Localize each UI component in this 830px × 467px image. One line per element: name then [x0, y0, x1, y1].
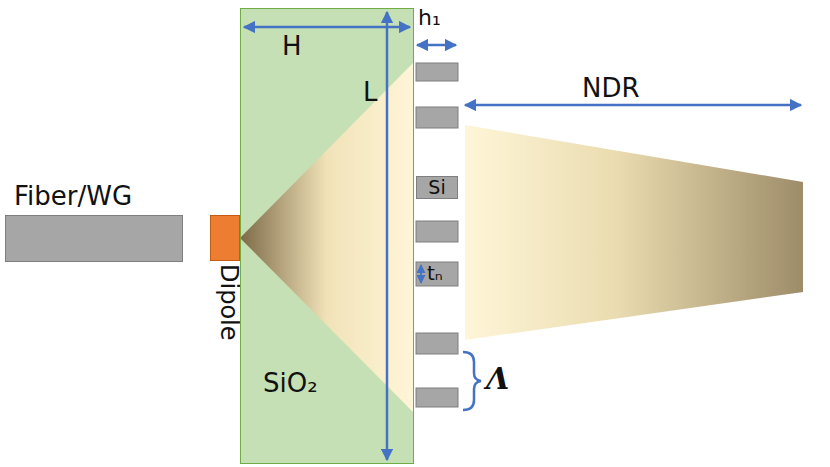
period-bracket — [463, 352, 481, 410]
output-beam — [465, 125, 803, 340]
ndr-dimension — [465, 104, 801, 107]
l-dimension — [386, 12, 389, 460]
dimension-label: h₁ — [418, 6, 441, 30]
h-dimension — [244, 26, 410, 29]
dimension-label: NDR — [582, 74, 640, 103]
si-block — [416, 221, 458, 242]
node-text: SiO₂ — [263, 369, 318, 398]
oxide-layer: SiO₂ — [240, 8, 414, 464]
h1-dimension — [417, 44, 456, 47]
dimension-arrows — [244, 12, 801, 460]
node-text: Si — [428, 177, 445, 198]
si-block — [416, 107, 458, 128]
period-label: Λ — [486, 362, 509, 395]
si-block — [416, 333, 458, 354]
node-text: Fiber/WG — [14, 182, 132, 211]
dimension-label: tₙ — [427, 262, 443, 284]
dimension-label: H — [282, 32, 302, 61]
si-block — [416, 262, 458, 286]
oxide-fill — [240, 8, 414, 464]
si-block — [416, 63, 458, 81]
dimension-label: L — [363, 78, 378, 107]
node-text: Dipole — [216, 264, 242, 341]
waveguide-box: Fiber/WG — [5, 215, 183, 262]
tn-dimension — [420, 265, 422, 283]
si-blocks — [416, 63, 458, 407]
si-block: Si — [416, 176, 458, 199]
si-block — [416, 388, 458, 407]
dipole-source: Dipole — [210, 215, 240, 261]
